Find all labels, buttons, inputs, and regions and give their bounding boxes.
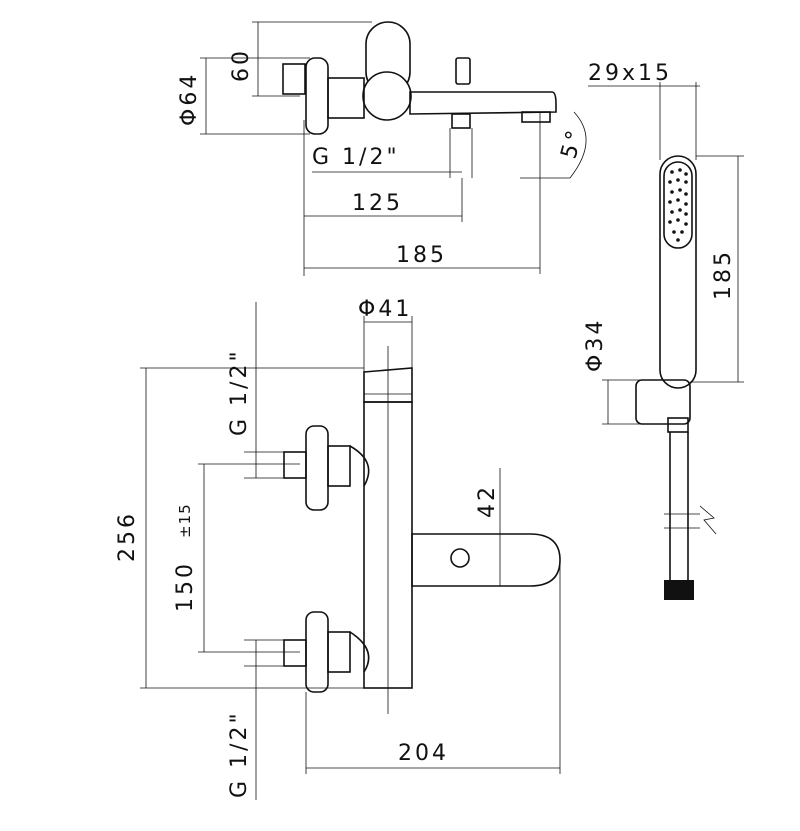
spout-outlet [450,548,470,568]
label-front-thread-lower: G 1/2" [227,710,252,798]
dim-hand-section: 29x15 [588,61,672,86]
spout-front [411,533,561,587]
spray-nozzles [668,168,688,242]
label-top-thread: G 1/2" [312,145,400,170]
inlet-lower-elbow [349,631,370,673]
dim-front-centers: 150 [173,561,198,612]
label-front-thread-upper: G 1/2" [227,348,252,436]
handle-disk-top [305,57,329,135]
body-circle-top [362,71,412,121]
dim-front-centers-tol: ±15 [176,503,194,538]
inlet-lower-stub [283,639,307,667]
dim-front-diameter: Φ41 [358,297,412,322]
dim-top-height: 60 [229,48,254,82]
inlet-lower-disk [305,611,329,693]
hose-nut [667,417,689,433]
dim-top-length-long: 185 [396,243,447,268]
inlet-upper-nut [327,445,351,487]
diverter-knob [455,57,471,85]
inlet-lower-nut [327,631,351,673]
dim-front-width: 204 [398,741,449,766]
hose-outlet-top [451,113,471,129]
front-view: Φ41 G 1/2" G 1/2" 256 150 ±15 42 204 [115,297,561,800]
dim-hand-diameter: Φ34 [583,318,608,372]
label-top-angle: 5° [557,125,589,161]
dim-top-diameter: Φ64 [177,72,202,126]
top-view: 60 Φ64 G 1/2" 5° 125 185 [177,21,589,276]
inlet-upper-stub [283,451,307,479]
dim-hand-length: 185 [711,249,736,300]
spout-top [409,91,557,115]
inlet-upper-disk [305,425,329,511]
shower-head [659,155,697,389]
dim-top-length-short: 125 [352,191,403,216]
aerator-top [521,111,551,123]
spray-face [663,161,693,249]
connector-top [327,77,365,119]
inlet-upper-elbow [349,445,370,487]
dim-front-height-total: 256 [115,511,140,562]
shower-holder [635,379,691,425]
hand-shower: 29x15 185 Φ34 [583,61,744,600]
hose-fitting [664,580,694,600]
inlet-stub-top [282,63,306,95]
dim-front-spout-height: 42 [475,484,500,518]
